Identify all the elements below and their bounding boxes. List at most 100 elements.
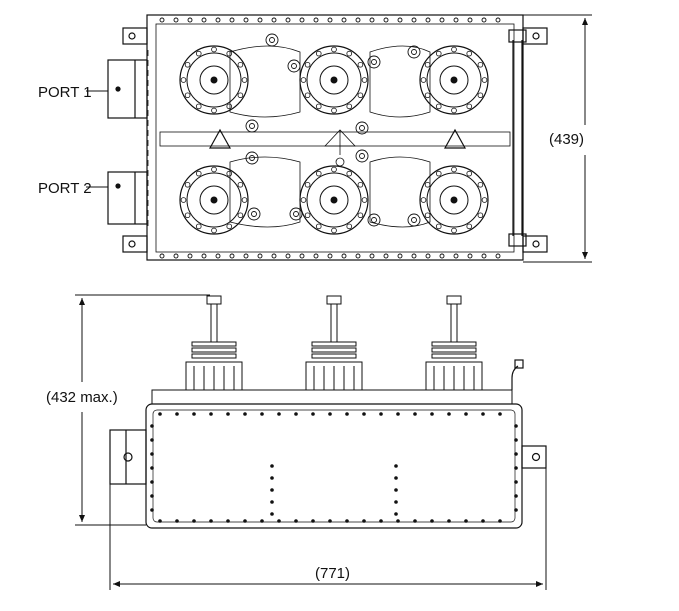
port-1-connector xyxy=(107,59,148,119)
bolt xyxy=(243,519,247,523)
bolt xyxy=(498,412,502,416)
bolt xyxy=(201,253,207,259)
bolt xyxy=(209,519,213,523)
bolt xyxy=(187,253,193,259)
bolt xyxy=(215,17,221,23)
bolt xyxy=(379,519,383,523)
bolt xyxy=(397,17,403,23)
bolt xyxy=(383,17,389,23)
bolt xyxy=(257,17,263,23)
tuning-tower xyxy=(305,295,363,391)
resonator xyxy=(419,165,489,235)
bolt xyxy=(514,424,518,428)
bolt xyxy=(277,412,281,416)
bolt xyxy=(394,512,398,516)
bolt xyxy=(159,17,165,23)
bolt xyxy=(192,412,196,416)
resonator xyxy=(299,165,369,235)
dimension-771-label: (771) xyxy=(315,565,350,582)
tuning-screw xyxy=(289,207,303,221)
bolt xyxy=(285,17,291,23)
bolt xyxy=(453,17,459,23)
tuning-screw xyxy=(247,207,261,221)
bolt xyxy=(369,17,375,23)
tuning-screw xyxy=(367,213,381,227)
bolt xyxy=(150,494,154,498)
tuning-screws xyxy=(245,33,421,227)
bolt xyxy=(158,519,162,523)
bolt xyxy=(270,488,274,492)
bolt xyxy=(150,452,154,456)
bolt xyxy=(439,17,445,23)
bolt xyxy=(464,519,468,523)
bolt xyxy=(313,17,319,23)
top-view xyxy=(107,14,548,261)
tuning-screw xyxy=(265,33,279,47)
bolt xyxy=(243,253,249,259)
tuning-tower xyxy=(425,295,483,391)
bolt xyxy=(175,412,179,416)
bolt xyxy=(294,412,298,416)
bolt xyxy=(271,17,277,23)
bolt xyxy=(159,253,165,259)
bolt xyxy=(187,17,193,23)
port-1-label: PORT 1 xyxy=(38,84,92,101)
bolt xyxy=(294,519,298,523)
bolt xyxy=(243,412,247,416)
bolt xyxy=(150,508,154,512)
bolt xyxy=(328,412,332,416)
resonator-cavities xyxy=(179,45,489,235)
bolt xyxy=(327,17,333,23)
bolt xyxy=(201,17,207,23)
mounting-ear xyxy=(122,235,148,253)
bolt xyxy=(229,253,235,259)
bolt xyxy=(209,412,213,416)
bolt xyxy=(447,519,451,523)
bolt xyxy=(299,17,305,23)
bolt xyxy=(243,17,249,23)
bolt xyxy=(498,519,502,523)
tuning-screw xyxy=(355,121,369,135)
bolt xyxy=(327,253,333,259)
bolt xyxy=(355,17,361,23)
side-tube xyxy=(508,29,527,247)
bolt xyxy=(285,253,291,259)
mounting-ear xyxy=(522,27,548,45)
dimension-432-label: (432 max.) xyxy=(46,389,118,406)
bolt xyxy=(514,508,518,512)
tuning-screw xyxy=(245,119,259,133)
bolt xyxy=(260,519,264,523)
bolt xyxy=(394,500,398,504)
bolt xyxy=(396,519,400,523)
bolt xyxy=(362,519,366,523)
bolt xyxy=(514,466,518,470)
bolt xyxy=(495,253,501,259)
bolt xyxy=(464,412,468,416)
bolt xyxy=(226,519,230,523)
mounting-ear xyxy=(522,235,548,253)
side-view-body xyxy=(145,403,523,529)
bolt xyxy=(467,17,473,23)
bolt xyxy=(173,17,179,23)
tuning-screw xyxy=(355,149,369,163)
bolt xyxy=(271,253,277,259)
tuning-towers xyxy=(185,295,483,391)
bolt xyxy=(150,480,154,484)
bolt xyxy=(383,253,389,259)
bolt xyxy=(173,253,179,259)
bolt xyxy=(413,519,417,523)
dimension-439-label: (439) xyxy=(549,131,584,148)
bolt xyxy=(514,452,518,456)
bolt xyxy=(150,466,154,470)
side-bracket-left xyxy=(109,429,147,485)
bolt xyxy=(341,253,347,259)
bolt xyxy=(413,412,417,416)
bolt xyxy=(430,519,434,523)
bolt xyxy=(311,519,315,523)
bolt xyxy=(355,253,361,259)
mounting-ear xyxy=(122,27,148,45)
bolt xyxy=(215,253,221,259)
bolt xyxy=(396,412,400,416)
